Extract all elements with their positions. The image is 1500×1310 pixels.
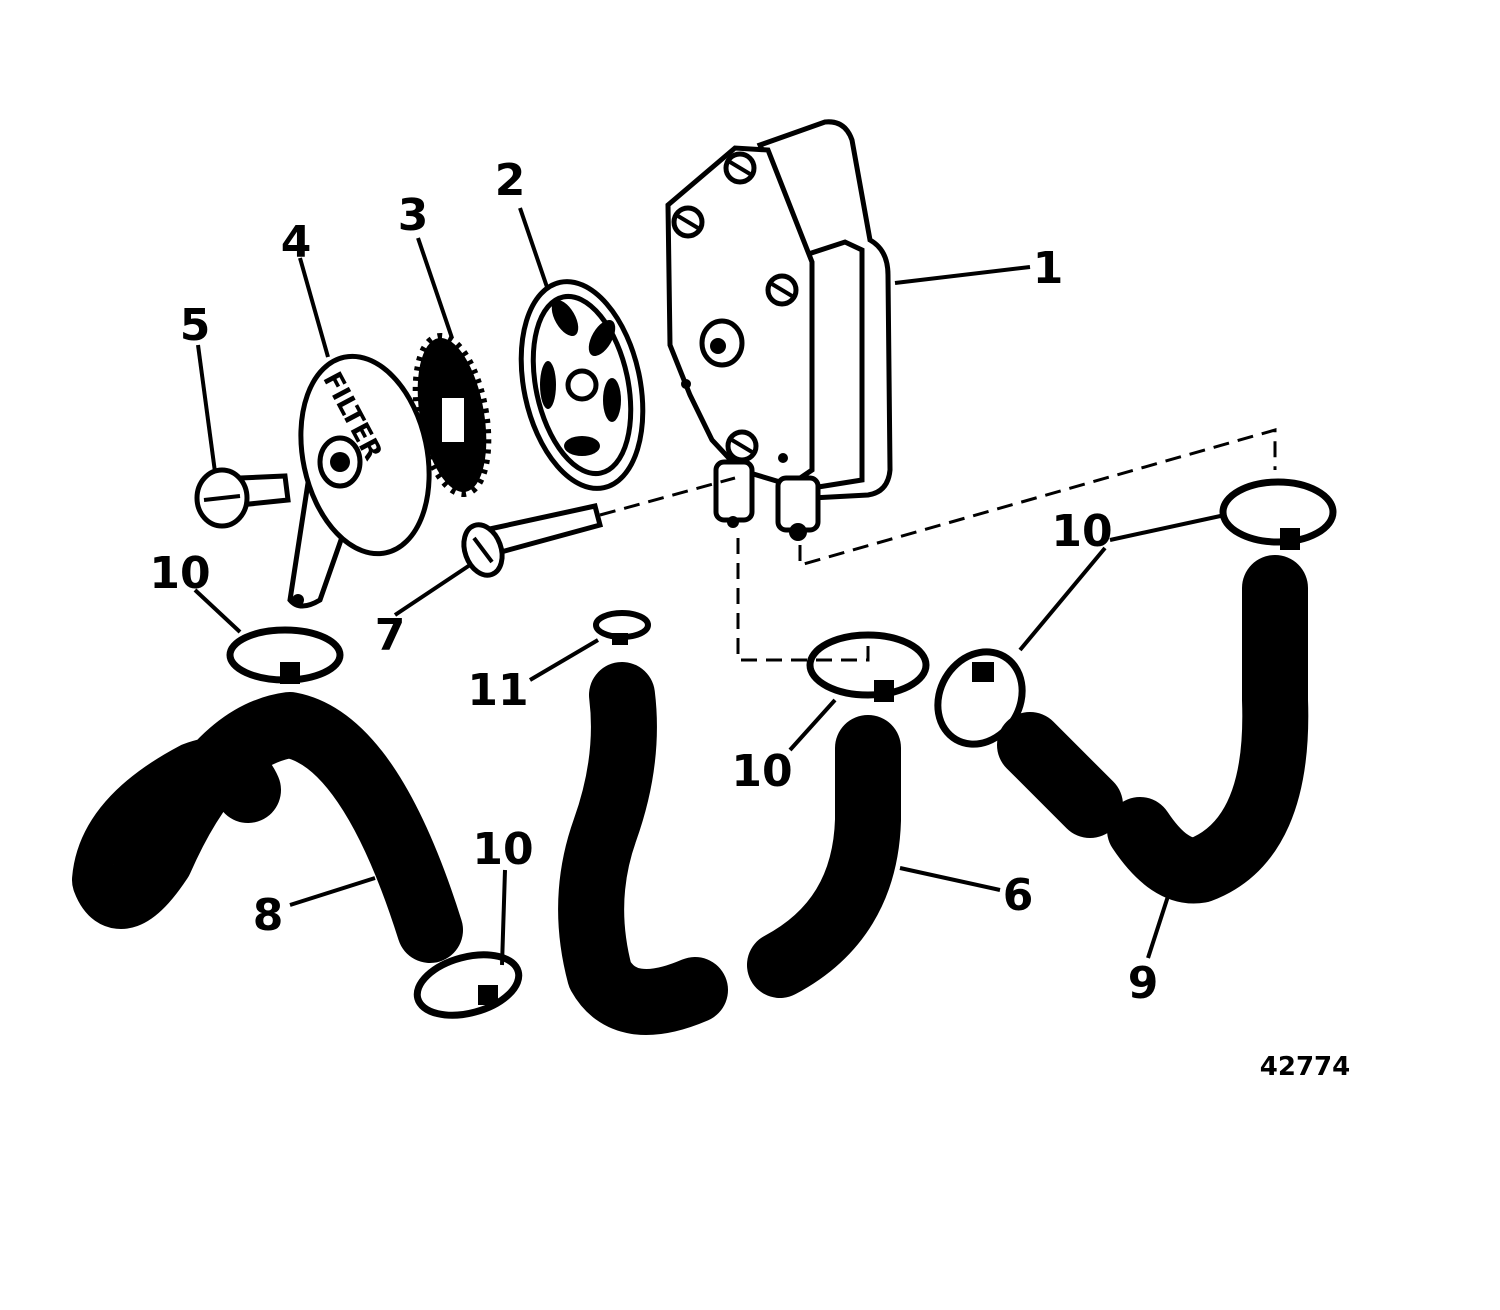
callout-7: 7 (375, 610, 406, 661)
callout-4: 4 (281, 217, 312, 268)
pump-screw (461, 503, 604, 578)
callout-2: 2 (495, 155, 526, 206)
hose-11-line (558, 662, 728, 1035)
fuel-pump-body (665, 119, 893, 541)
figure-number: 42774 (1260, 1052, 1350, 1082)
hose-clip (593, 610, 651, 645)
callout-10: 10 (149, 548, 210, 599)
hose-clamp (413, 951, 523, 1019)
hose-9 (1107, 555, 1309, 904)
assembly-dashed-lines (599, 428, 1277, 662)
callout-3: 3 (398, 190, 429, 241)
hose-6 (747, 715, 901, 998)
cover-screw (194, 467, 291, 529)
hose-clamp (226, 626, 344, 684)
callout-leaders (193, 207, 1226, 966)
callout-5: 5 (180, 300, 211, 351)
callout-10: 10 (472, 824, 533, 875)
callout-6: 6 (1003, 870, 1034, 921)
hose-clamp (1219, 478, 1337, 550)
callout-10: 10 (1051, 506, 1112, 557)
hose-8 (72, 692, 463, 963)
hose-clamp (934, 648, 1026, 748)
hose-clamp (806, 631, 930, 702)
callout-10: 10 (731, 746, 792, 797)
callout-9: 9 (1128, 958, 1159, 1009)
filter-cover: FILTER (287, 353, 432, 609)
callout-11: 11 (467, 665, 528, 716)
hose-9-upper (997, 712, 1123, 838)
callout-8: 8 (253, 890, 284, 941)
callout-1: 1 (1033, 243, 1064, 294)
filter-plate (518, 279, 646, 491)
